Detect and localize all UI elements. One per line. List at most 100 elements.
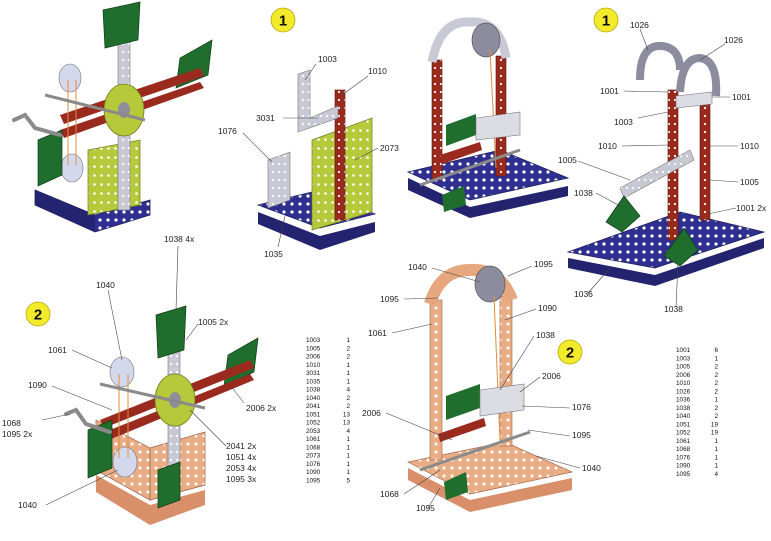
parts-table-part-number: 1005 <box>676 364 691 371</box>
part-label: 1076 <box>572 402 591 412</box>
part-label: 2006 2x <box>246 403 277 413</box>
parts-table-part-number: 1038 <box>676 405 691 412</box>
part-label: 1040 <box>582 463 601 473</box>
part-label: 1095 3x <box>226 474 257 484</box>
parts-table-quantity: 2 <box>714 405 718 412</box>
parts-table-part-number: 1095 <box>306 477 321 484</box>
parts-table-quantity: 1 <box>714 463 718 470</box>
parts-table-quantity: 13 <box>343 411 351 418</box>
part-label: 1010 <box>740 141 759 151</box>
parts-table-part-number: 1040 <box>306 395 321 402</box>
model-top-center <box>256 69 377 250</box>
parts-table-part-number: 1010 <box>306 362 321 369</box>
part-label: 1026 <box>630 20 649 30</box>
parts-table-part-number: 1052 <box>676 430 691 437</box>
parts-table-part-number: 1051 <box>306 411 321 418</box>
parts-table-part-number: 2053 <box>306 428 321 435</box>
parts-table-quantity: 1 <box>714 397 718 404</box>
parts-table-part-number: 2006 <box>676 372 691 379</box>
parts-table-quantity: 19 <box>711 430 719 437</box>
parts-table-quantity: 4 <box>714 471 718 478</box>
part-label: 1038 <box>574 188 593 198</box>
parts-table-quantity: 1 <box>346 436 350 443</box>
parts-table-quantity: 1 <box>714 454 718 461</box>
parts-table-quantity: 2 <box>714 413 718 420</box>
parts-table-part-number: 1001 <box>676 347 691 354</box>
parts-table-quantity: 2 <box>714 380 718 387</box>
parts-table-quantity: 1 <box>346 461 350 468</box>
parts-table-quantity: 1 <box>346 444 350 451</box>
parts-table-quantity: 2 <box>346 354 350 361</box>
parts-table-quantity: 5 <box>346 477 350 484</box>
parts-table-part-number: 1061 <box>676 438 691 445</box>
part-label: 1095 <box>572 430 591 440</box>
part-label: 1068 <box>380 489 399 499</box>
part-labels-bottom-center: 1040 1095 1095 1090 1061 1038 2006 1076 … <box>362 259 601 513</box>
model-bottom-left <box>64 305 259 525</box>
parts-table-quantity: 2 <box>346 345 350 352</box>
parts-table-quantity: 1 <box>714 355 718 362</box>
parts-table-part-number: 2006 <box>306 354 321 361</box>
parts-table-quantity: 1 <box>346 469 350 476</box>
parts-table-part-number: 1035 <box>306 378 321 385</box>
parts-table-part-number: 1026 <box>676 388 691 395</box>
parts-table-part-number: 1052 <box>306 420 321 427</box>
part-label: 1036 <box>574 289 593 299</box>
part-label: 1061 <box>48 345 67 355</box>
model-top-right <box>566 41 766 286</box>
parts-table-quantity: 6 <box>714 347 718 354</box>
parts-table-quantity: 4 <box>346 387 350 394</box>
part-label: 1010 <box>368 66 387 76</box>
step-number: 2 <box>566 345 574 362</box>
part-label: 1090 <box>28 380 47 390</box>
part-label: 1005 2x <box>198 317 229 327</box>
parts-table-quantity: 2 <box>346 403 350 410</box>
part-label: 1005 <box>740 177 759 187</box>
part-label: 1095 <box>380 294 399 304</box>
parts-table-part-number: 1090 <box>676 463 691 470</box>
parts-table-part-number: 1036 <box>676 397 691 404</box>
part-label: 3031 <box>256 113 275 123</box>
parts-table-quantity: 4 <box>346 428 350 435</box>
part-label: 2053 4x <box>226 463 257 473</box>
parts-table-quantity: 1 <box>346 362 350 369</box>
part-labels-top-center: 1003 1010 3031 1076 2073 1035 <box>218 54 399 259</box>
part-label: 2006 <box>542 371 561 381</box>
parts-table-part-number: 1061 <box>306 436 321 443</box>
part-label: 1001 <box>600 86 619 96</box>
parts-table-quantity: 1 <box>346 337 350 344</box>
parts-table-part-number: 1040 <box>676 413 691 420</box>
parts-table-quantity: 13 <box>343 420 351 427</box>
leader-lines <box>41 28 739 509</box>
part-label: 2041 2x <box>226 441 257 451</box>
part-label: 1038 <box>664 304 683 314</box>
parts-table-part-number: 2073 <box>306 453 321 460</box>
part-label: 1095 <box>416 503 435 513</box>
part-labels-top-right: 1026 1026 1001 1001 1003 1010 1010 1005 … <box>558 20 767 314</box>
parts-table-quantity: 1 <box>714 438 718 445</box>
parts-table-part-number: 1090 <box>306 469 321 476</box>
parts-table-part-number: 1068 <box>306 444 321 451</box>
part-label: 1001 2x <box>736 203 767 213</box>
parts-table-part-number: 2041 <box>306 403 321 410</box>
part-label: 1076 <box>218 126 237 136</box>
parts-table-part-number: 1005 <box>306 345 321 352</box>
part-label: 1026 <box>724 35 743 45</box>
parts-table-quantity: 2 <box>714 388 718 395</box>
part-label: 1095 2x <box>2 429 33 439</box>
part-label: 2073 <box>380 143 399 153</box>
part-label: 2006 <box>362 408 381 418</box>
part-label: 1038 <box>536 330 555 340</box>
parts-table-part-number: 1076 <box>306 461 321 468</box>
parts-table-quantity: 2 <box>714 364 718 371</box>
model-top-left <box>12 1 213 233</box>
parts-table-quantity: 1 <box>346 453 350 460</box>
parts-table-quantity: 1 <box>346 370 350 377</box>
part-label: 1035 <box>264 249 283 259</box>
parts-table-quantity: 1 <box>714 446 718 453</box>
parts-table-quantity: 2 <box>346 395 350 402</box>
step-number: 2 <box>34 307 42 324</box>
